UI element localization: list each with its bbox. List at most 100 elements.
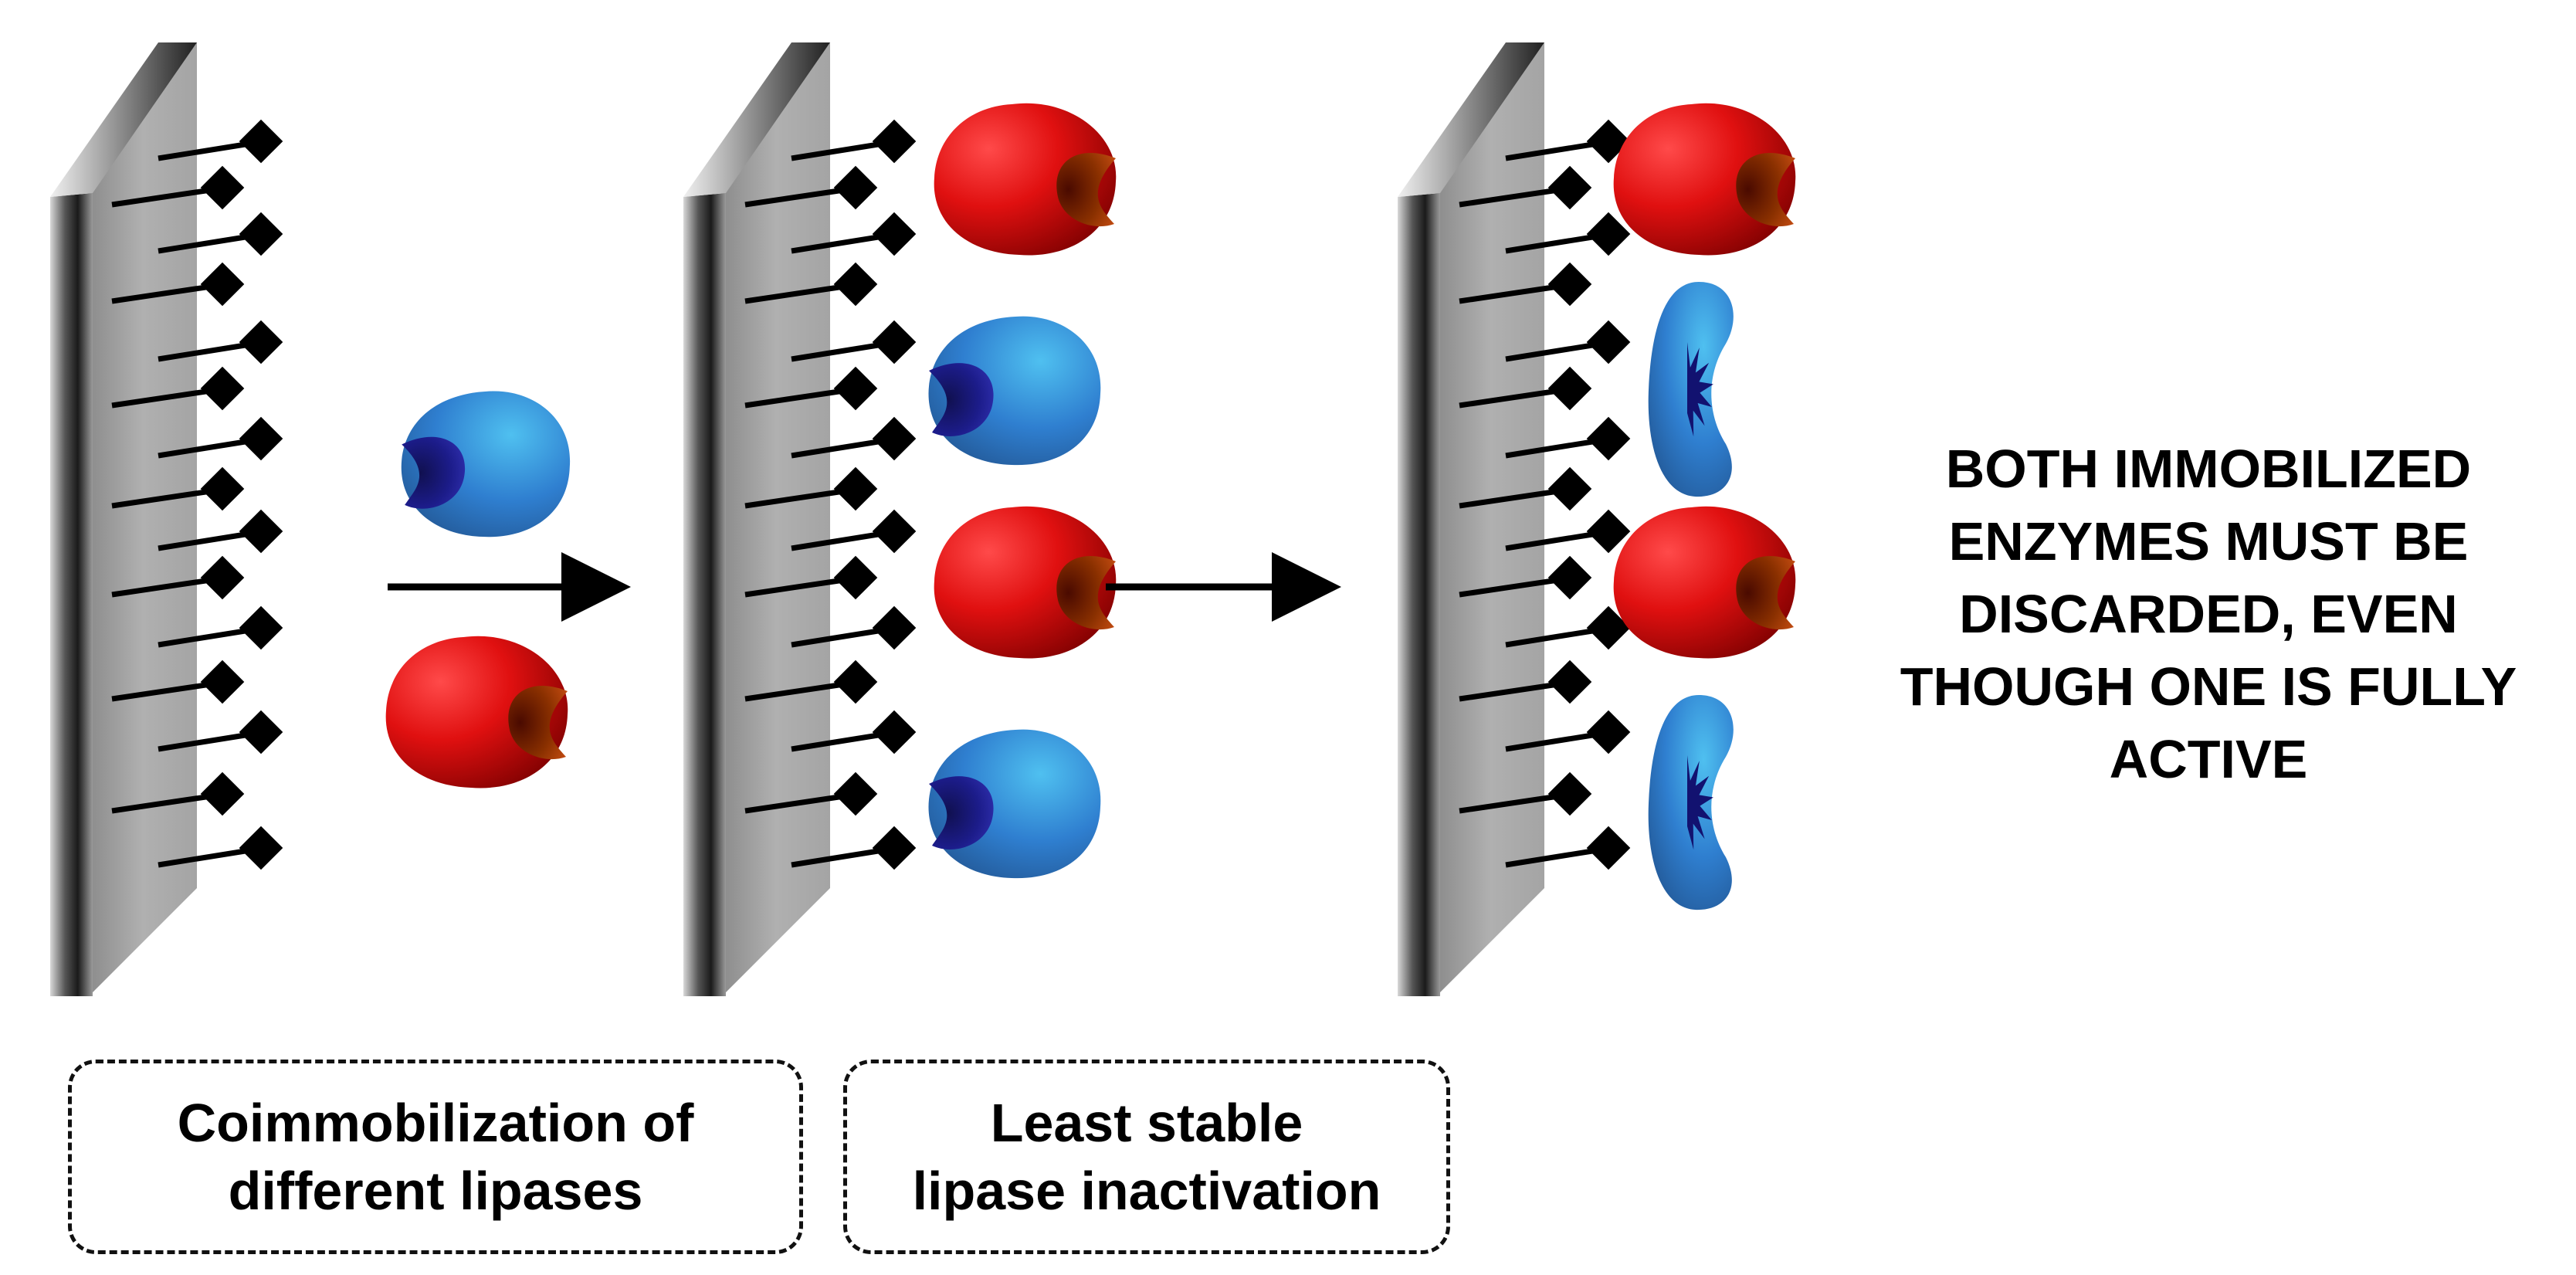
linker-arm xyxy=(1505,140,1603,161)
blue-lipase xyxy=(928,316,1101,466)
free-blue-lipase xyxy=(401,391,571,537)
linker-group xyxy=(239,320,283,365)
linker-arm xyxy=(1505,232,1603,254)
caption-line: different lipases xyxy=(228,1161,643,1221)
linker-arm xyxy=(791,341,889,362)
linker-group xyxy=(200,466,245,511)
linker-arm xyxy=(1459,576,1564,598)
linker-arm xyxy=(111,186,217,208)
support-edge xyxy=(1398,193,1440,996)
free-red-lipase xyxy=(385,636,568,788)
linker-arm xyxy=(1505,846,1603,868)
caption-box-coimmobilization: Coimmobilization of different lipases xyxy=(68,1060,803,1254)
linker-arm xyxy=(744,186,850,208)
linker-arm xyxy=(791,731,889,752)
linker-group xyxy=(1547,466,1592,511)
linker-arm xyxy=(744,487,850,509)
conclusion-line: ENZYMES MUST BE xyxy=(1948,511,2469,571)
linker-arm xyxy=(111,792,217,814)
linker-group xyxy=(239,416,283,461)
linker-group xyxy=(872,320,917,365)
linker-group xyxy=(833,771,878,816)
conclusion-text: BOTH IMMOBILIZED ENZYMES MUST BE DISCARD… xyxy=(1853,432,2564,795)
linker-arm xyxy=(111,680,217,702)
linker-group xyxy=(833,366,878,411)
linker-group xyxy=(872,710,917,754)
linker-arm xyxy=(791,846,889,868)
support-3 xyxy=(1398,42,1796,996)
caption-line: Least stable xyxy=(990,1093,1303,1153)
linker-arm xyxy=(1505,341,1603,362)
linker-group xyxy=(239,509,283,554)
linker-group xyxy=(1586,320,1631,365)
linker-arm xyxy=(1459,283,1564,304)
linker-group xyxy=(872,119,917,164)
support-face xyxy=(89,42,197,996)
linker-group xyxy=(1586,826,1631,870)
conclusion-line: THOUGH ONE IS FULLY xyxy=(1900,656,2517,717)
linker-arm xyxy=(158,341,256,362)
linker-group xyxy=(833,165,878,210)
linker-arm xyxy=(791,437,889,459)
linker-arm xyxy=(744,387,850,409)
linker-arm xyxy=(158,626,256,648)
linker-arm xyxy=(158,731,256,752)
linker-group xyxy=(872,416,917,461)
linker-arm xyxy=(791,530,889,551)
support-face xyxy=(722,42,830,996)
linker-arm xyxy=(158,846,256,868)
linker-arm xyxy=(158,140,256,161)
support-1 xyxy=(50,42,283,996)
linker-group xyxy=(1547,366,1592,411)
linker-arm xyxy=(1459,487,1564,509)
linker-arm xyxy=(791,626,889,648)
linker-group xyxy=(833,660,878,704)
linker-arm xyxy=(111,387,217,409)
support-top xyxy=(1398,42,1544,197)
support-edge xyxy=(683,193,726,996)
linker-group xyxy=(1547,771,1592,816)
linker-group xyxy=(239,605,283,650)
linker-group xyxy=(833,466,878,511)
support-top xyxy=(683,42,830,197)
caption-coimmobilization: Coimmobilization of different lipases xyxy=(178,1089,694,1225)
linker-group xyxy=(200,262,245,307)
support-edge xyxy=(50,193,93,996)
linker-arm xyxy=(791,140,889,161)
support-face xyxy=(1436,42,1544,996)
linker-arm xyxy=(1505,626,1603,648)
linker-arm xyxy=(791,232,889,254)
linker-group xyxy=(1586,212,1631,256)
inactivated-blue-lipase xyxy=(1648,695,1734,910)
support-top xyxy=(50,42,197,197)
linker-arm xyxy=(158,437,256,459)
linker-group xyxy=(239,119,283,164)
linker-arm xyxy=(1459,387,1564,409)
linker-arm xyxy=(744,792,850,814)
linker-group xyxy=(1586,605,1631,650)
linker-group xyxy=(1547,262,1592,307)
red-lipase xyxy=(934,506,1117,659)
linker-group xyxy=(200,165,245,210)
caption-line: lipase inactivation xyxy=(912,1161,1381,1221)
linker-group xyxy=(239,826,283,870)
linker-arm xyxy=(744,283,850,304)
inactivated-blue-lipase xyxy=(1648,282,1734,497)
linker-arm xyxy=(1459,186,1564,208)
linker-arm xyxy=(158,530,256,551)
red-lipase xyxy=(934,103,1117,256)
linker-arm xyxy=(1459,680,1564,702)
linker-group xyxy=(1547,555,1592,600)
linker-arm xyxy=(111,283,217,304)
conclusion-line: DISCARDED, EVEN xyxy=(1959,584,2458,644)
linker-group xyxy=(1547,165,1592,210)
linker-group xyxy=(200,660,245,704)
caption-line: Coimmobilization of xyxy=(177,1093,694,1153)
linker-group xyxy=(200,366,245,411)
linker-group xyxy=(1547,660,1592,704)
blue-lipase xyxy=(928,729,1101,879)
linker-group xyxy=(872,509,917,554)
linker-arm xyxy=(1505,437,1603,459)
linker-group xyxy=(239,212,283,256)
